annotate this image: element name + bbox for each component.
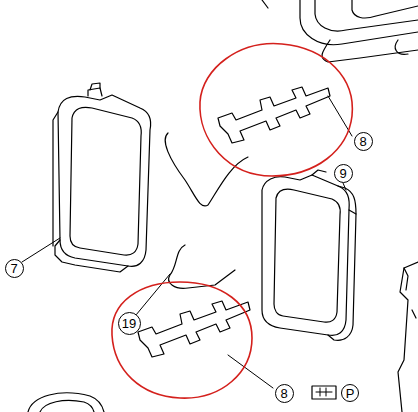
caliper-body <box>262 0 418 62</box>
callout-number: 7 <box>5 259 24 278</box>
lubricate-symbol <box>312 386 336 399</box>
callout-number: P <box>341 384 359 402</box>
pad-spring <box>165 133 248 206</box>
anti-rattle-clip <box>218 87 330 143</box>
callout-number: 19 <box>118 312 141 335</box>
callout-number: 8 <box>275 384 294 403</box>
callout-number: 9 <box>334 164 353 183</box>
leader-line <box>22 96 352 388</box>
caliper-bracket <box>398 262 418 412</box>
highlight-circle <box>112 44 352 398</box>
inner-brake-pad <box>53 83 151 272</box>
anti-rattle-clip <box>138 301 250 357</box>
outer-brake-pad <box>262 170 356 340</box>
seal-ring <box>28 393 104 412</box>
callout-number: 8 <box>354 132 373 151</box>
